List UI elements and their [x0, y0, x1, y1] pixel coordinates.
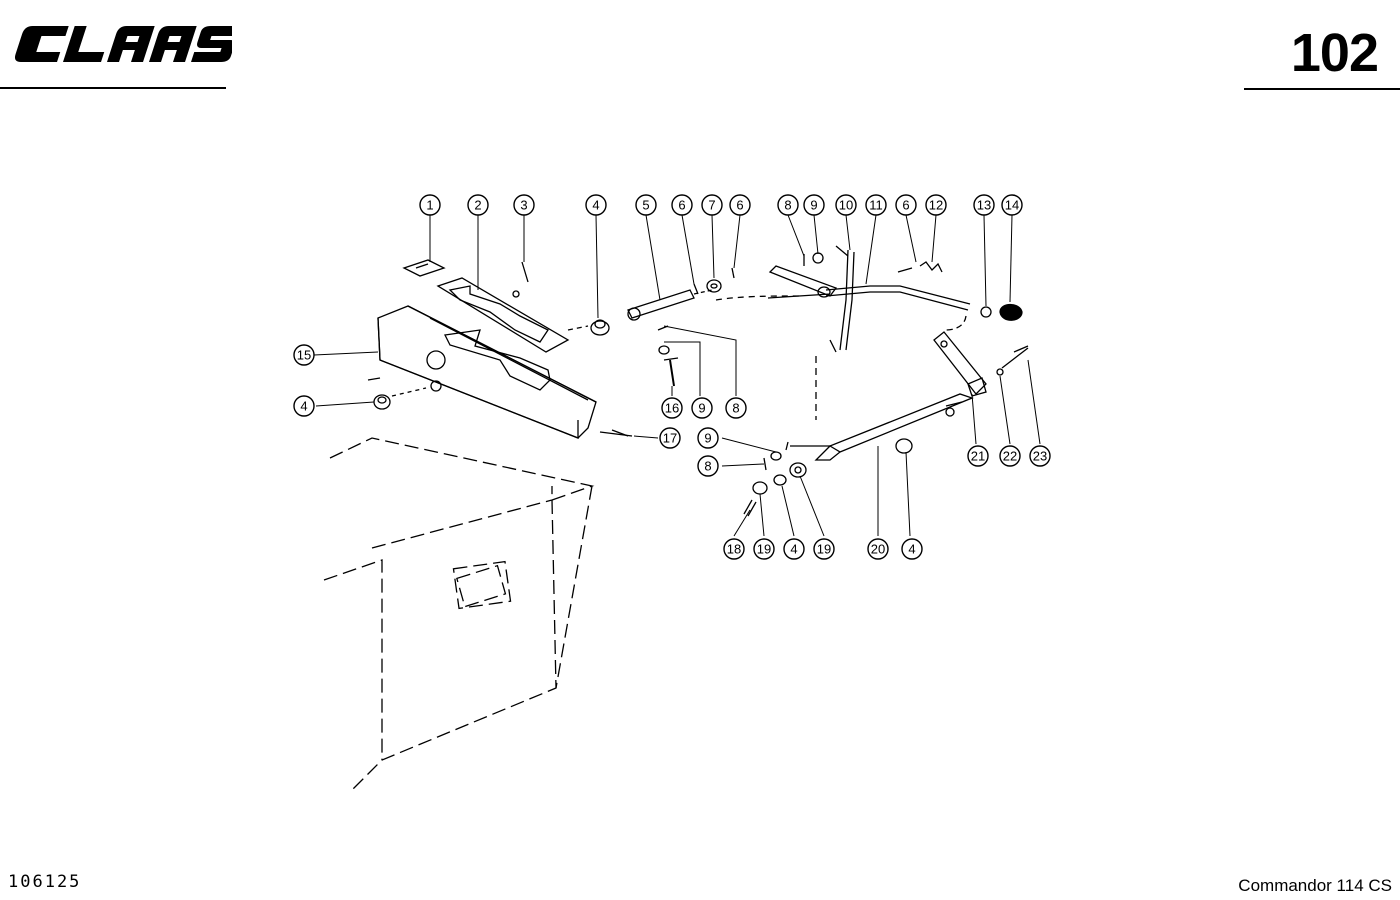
svg-text:8: 8 — [784, 198, 791, 213]
svg-text:23: 23 — [1033, 449, 1047, 464]
callout-8: 8 — [725, 397, 747, 419]
svg-text:7: 7 — [708, 198, 715, 213]
model-name: Commandor 114 CS — [1238, 876, 1392, 895]
svg-text:19: 19 — [757, 542, 771, 557]
svg-text:2: 2 — [474, 198, 481, 213]
callout-20: 20 — [867, 538, 889, 560]
washer-small — [512, 290, 520, 298]
cover-plate — [436, 277, 570, 353]
callout-3: 3 — [513, 194, 535, 216]
screw — [521, 261, 529, 283]
document-number: 106125 — [8, 872, 82, 892]
svg-text:10: 10 — [839, 198, 853, 213]
svg-text:9: 9 — [810, 198, 817, 213]
callout-9: 9 — [697, 427, 719, 449]
svg-text:15: 15 — [297, 348, 311, 363]
bracket — [933, 331, 987, 397]
page-number: 102 — [1290, 23, 1379, 83]
svg-text:8: 8 — [732, 401, 739, 416]
machine-body-outline — [323, 437, 595, 793]
svg-text:4: 4 — [300, 399, 307, 414]
svg-text:1: 1 — [426, 198, 433, 213]
callout-5: 5 — [635, 194, 657, 216]
callout-9: 9 — [691, 397, 713, 419]
decal — [402, 259, 446, 277]
svg-text:5: 5 — [642, 198, 649, 213]
svg-text:6: 6 — [736, 198, 743, 213]
svg-text:9: 9 — [698, 401, 705, 416]
svg-text:9: 9 — [704, 431, 711, 446]
callout-19: 19 — [753, 538, 775, 560]
page-number-underline — [1244, 88, 1400, 90]
bush-upper — [590, 319, 610, 336]
svg-text:4: 4 — [790, 542, 797, 557]
callout-21: 21 — [967, 445, 989, 467]
callout-8: 8 — [697, 455, 719, 477]
callout-4: 4 — [585, 194, 607, 216]
svg-text:4: 4 — [908, 542, 915, 557]
svg-text:16: 16 — [665, 401, 679, 416]
console-housing — [367, 305, 597, 439]
callout-12: 12 — [925, 194, 947, 216]
svg-text:21: 21 — [971, 449, 985, 464]
spring — [919, 261, 943, 273]
logo-underline — [0, 87, 226, 89]
callout-6: 6 — [729, 194, 751, 216]
callout-4: 4 — [293, 395, 315, 417]
svg-text:8: 8 — [704, 459, 711, 474]
svg-text:14: 14 — [1005, 198, 1019, 213]
svg-text:19: 19 — [817, 542, 831, 557]
callout-7: 7 — [701, 194, 723, 216]
callout-10: 10 — [835, 194, 857, 216]
callout-23: 23 — [1029, 445, 1051, 467]
callout-16: 16 — [661, 397, 683, 419]
callout-9: 9 — [803, 194, 825, 216]
callout-19: 19 — [813, 538, 835, 560]
svg-text:6: 6 — [902, 198, 909, 213]
svg-text:17: 17 — [663, 431, 677, 446]
svg-text:18: 18 — [727, 542, 741, 557]
svg-text:3: 3 — [520, 198, 527, 213]
callout-13: 13 — [973, 194, 995, 216]
svg-text:4: 4 — [592, 198, 599, 213]
callout-15: 15 — [293, 344, 315, 366]
svg-text:12: 12 — [929, 198, 943, 213]
callout-14: 14 — [1001, 194, 1023, 216]
svg-text:13: 13 — [977, 198, 991, 213]
svg-text:20: 20 — [871, 542, 885, 557]
claas-logo — [12, 22, 239, 71]
shaft — [785, 393, 974, 461]
svg-text:22: 22 — [1003, 449, 1017, 464]
callout-22: 22 — [999, 445, 1021, 467]
callout-2: 2 — [467, 194, 489, 216]
callout-4: 4 — [901, 538, 923, 560]
svg-text:6: 6 — [678, 198, 685, 213]
callout-17: 17 — [659, 427, 681, 449]
callout-1: 1 — [419, 194, 441, 216]
svg-text:11: 11 — [869, 198, 883, 213]
callout-6: 6 — [895, 194, 917, 216]
callout-6: 6 — [671, 194, 693, 216]
linkage-arm — [767, 249, 971, 351]
callout-4: 4 — [783, 538, 805, 560]
callout-11: 11 — [865, 194, 887, 216]
callout-18: 18 — [723, 538, 745, 560]
callout-8: 8 — [777, 194, 799, 216]
lever — [627, 289, 713, 321]
